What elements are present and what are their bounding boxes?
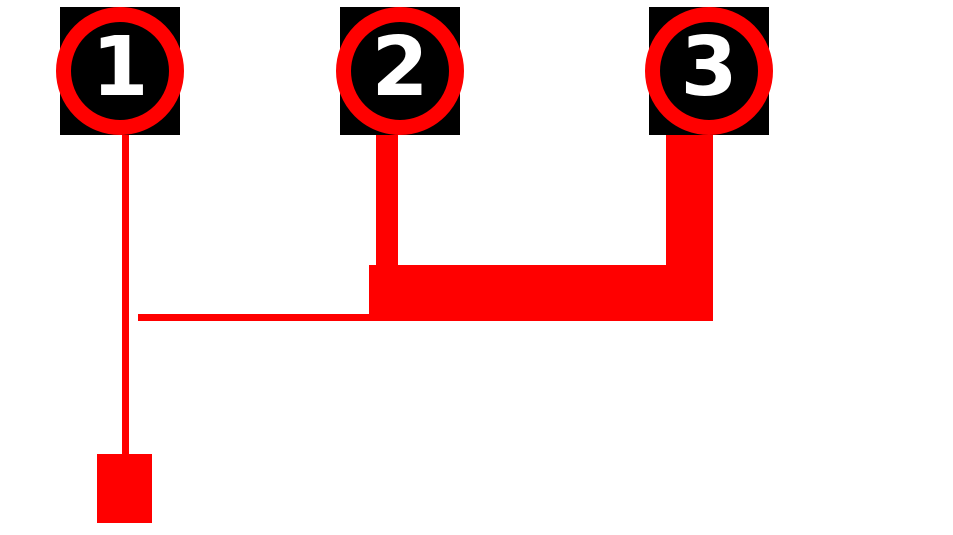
node-label: 3 — [680, 20, 738, 115]
edge-merge-bar — [369, 265, 712, 321]
node-label: 2 — [371, 20, 429, 115]
node-circle: 2 — [336, 7, 464, 135]
node-circle: 3 — [645, 7, 773, 135]
terminal-square — [97, 454, 152, 523]
node-marker-3: 3 — [645, 7, 773, 136]
edge-cross-link-line — [138, 314, 369, 321]
node-marker-1: 1 — [56, 7, 184, 136]
node-marker-2: 2 — [336, 7, 464, 136]
node-circle: 1 — [56, 7, 184, 135]
edge-node2-drop-line — [376, 133, 398, 266]
node-label: 1 — [91, 20, 149, 115]
edge-node1-drop-line — [122, 133, 129, 455]
